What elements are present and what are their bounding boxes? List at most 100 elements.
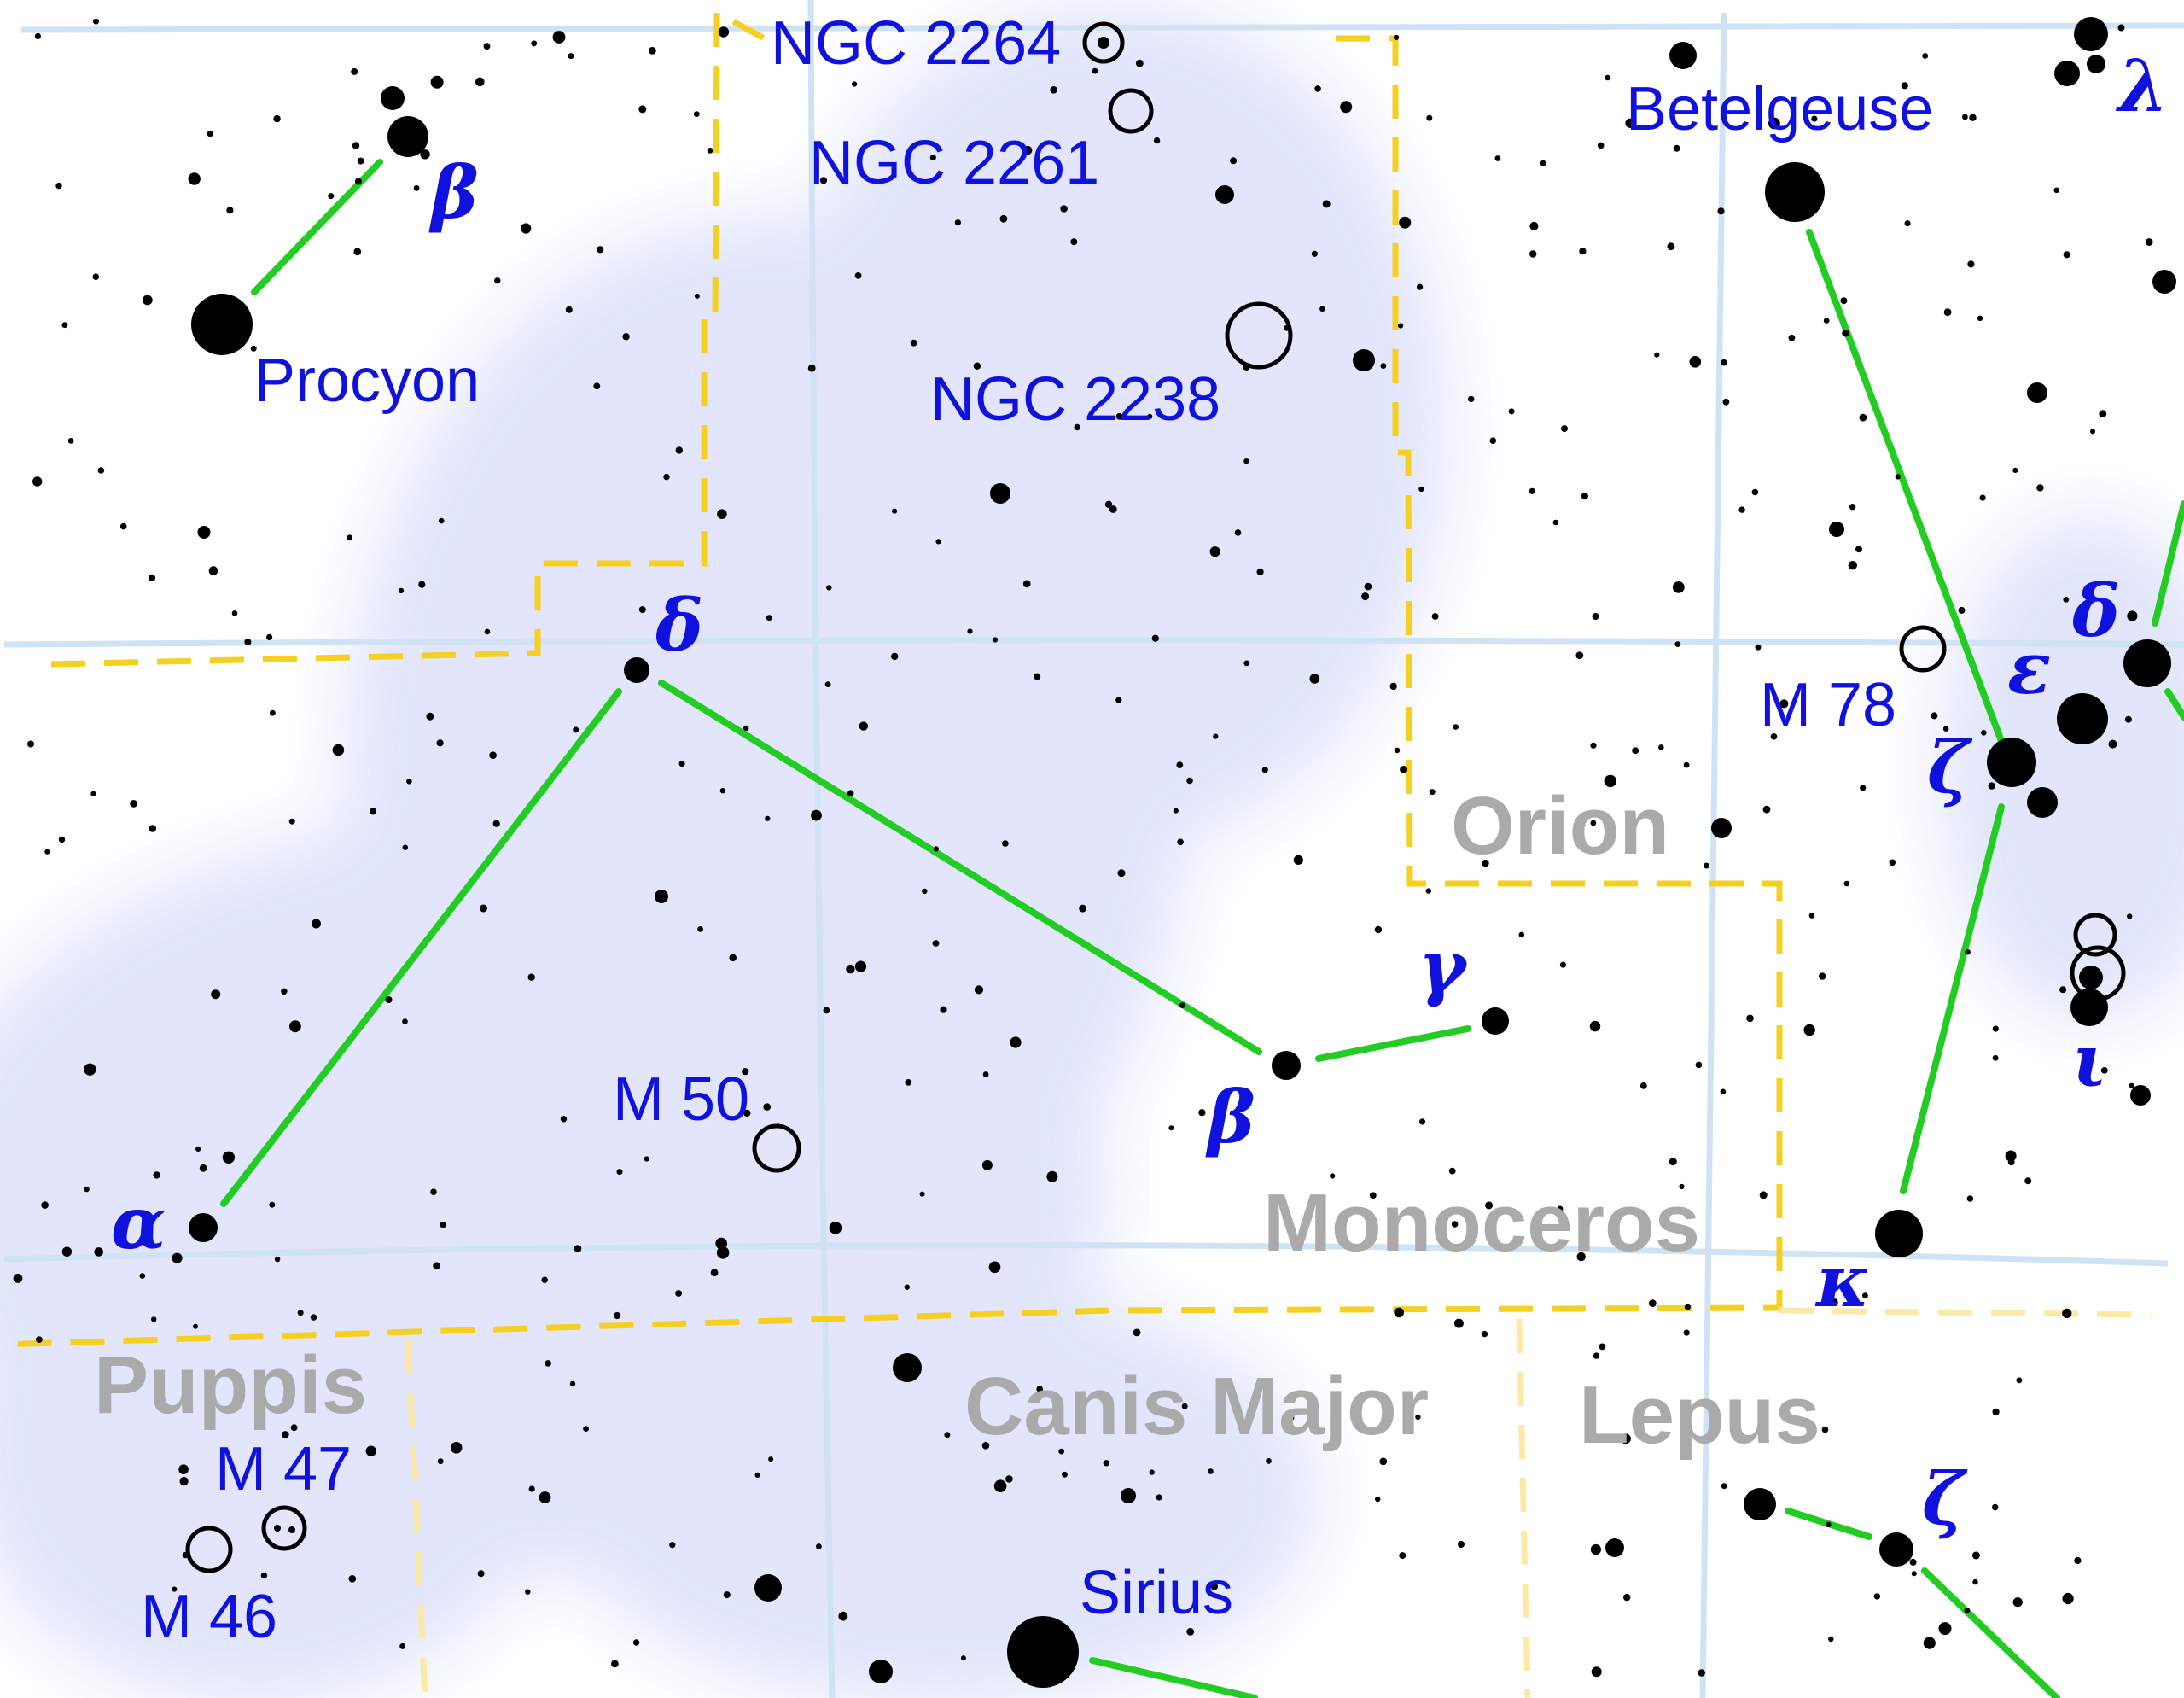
faint-star: [208, 566, 218, 575]
faint-star: [1485, 1201, 1494, 1210]
faint-star: [929, 154, 936, 161]
faint-star: [1673, 144, 1680, 152]
star-ori-zeta: [1987, 738, 2036, 787]
faint-star: [1988, 782, 1995, 790]
faint-star: [1400, 766, 1408, 773]
faint-star: [1965, 949, 1971, 955]
faint-star: [1177, 838, 1184, 846]
faint-star: [707, 148, 713, 154]
faint-star: [1689, 356, 1702, 368]
faint-star: [574, 1245, 582, 1252]
faint-star: [981, 1442, 990, 1450]
faint-star: [694, 293, 700, 299]
faint-star: [569, 1380, 576, 1387]
faint-star: [904, 1284, 911, 1290]
faint-star: [188, 172, 201, 185]
label-ori-zeta: ζ: [1927, 725, 1973, 809]
faint-star: [2074, 1556, 2082, 1565]
faint-star: [1779, 699, 1789, 709]
faint-star: [1426, 114, 1433, 121]
faint-star: [988, 1261, 1001, 1274]
label-m46: M 46: [141, 1583, 277, 1651]
faint-star: [142, 295, 153, 306]
faint-star: [838, 1611, 848, 1621]
faint-star: [768, 1456, 774, 1462]
faint-star: [1261, 767, 1268, 773]
faint-star: [430, 1188, 437, 1195]
faint-star: [139, 1273, 146, 1279]
faint-star: [1991, 1503, 1999, 1511]
faint-star: [2127, 610, 2138, 621]
faint-star: [1151, 634, 1159, 642]
star-cma-extra-3: [869, 1660, 893, 1683]
faint-star: [1992, 1408, 2000, 1415]
faint-star: [1374, 925, 1383, 934]
label-procyon: Procyon: [254, 347, 480, 415]
faint-star: [2062, 1592, 2074, 1605]
faint-star: [717, 509, 727, 519]
faint-star: [1625, 118, 1635, 128]
faint-star: [1751, 488, 1759, 496]
faint-star: [1060, 205, 1068, 213]
faint-star: [90, 791, 96, 796]
faint-star: [1010, 1036, 1022, 1048]
faint-star: [905, 1079, 912, 1086]
faint-star: [859, 721, 868, 731]
faint-star: [1770, 733, 1778, 740]
faint-star: [402, 1018, 408, 1024]
faint-star: [1458, 1541, 1465, 1548]
faint-star: [1451, 1221, 1459, 1228]
faint-star: [1964, 1608, 1971, 1613]
faint-star: [2012, 1597, 2023, 1608]
faint-star: [852, 81, 858, 87]
faint-star: [1942, 726, 1949, 732]
label-mon-gamma: γ: [1418, 925, 1469, 1009]
figure-canis-major: [1089, 1657, 1258, 1698]
faint-star: [494, 277, 501, 284]
faint-star: [2100, 1067, 2108, 1074]
faint-star: [1591, 1666, 1602, 1678]
faint-star: [1135, 59, 1144, 67]
faint-star: [1493, 1240, 1501, 1248]
faint-star: [1168, 1125, 1174, 1131]
faint-star: [710, 1269, 719, 1277]
label-mon-delta: δ: [655, 583, 703, 668]
faint-star: [1698, 1669, 1705, 1677]
faint-star: [819, 177, 828, 184]
faint-star: [420, 149, 430, 160]
faint-star: [1901, 82, 1908, 90]
faint-star: [84, 1063, 96, 1076]
faint-star: [1576, 1252, 1586, 1262]
faint-star: [244, 639, 252, 645]
faint-star: [290, 1424, 298, 1432]
faint-star: [1768, 117, 1780, 130]
faint-star: [527, 973, 535, 981]
faint-star: [1468, 395, 1475, 403]
faint-star: [266, 633, 273, 641]
m78-marker: [1899, 625, 1947, 673]
faint-star: [151, 1316, 157, 1322]
faint-star: [1823, 318, 1830, 324]
stick-figures: [220, 159, 2184, 1698]
faint-star: [1266, 1458, 1272, 1464]
faint-star: [1561, 425, 1568, 433]
faint-star: [1639, 1082, 1647, 1089]
star-ori-lambda-3: [2087, 55, 2105, 73]
faint-star: [1597, 142, 1605, 149]
star-mon-beta: [1272, 1051, 1301, 1080]
faint-star: [172, 1586, 178, 1592]
ngc2261-marker: [1108, 88, 1154, 134]
faint-star: [1958, 606, 1966, 614]
faint-star: [477, 1570, 485, 1578]
faint-star: [1375, 1496, 1381, 1503]
label-betelgeuse: Betelgeuse: [1626, 75, 1933, 143]
label-sirius: Sirius: [1080, 1559, 1233, 1627]
faint-star: [663, 473, 670, 481]
faint-star: [1969, 114, 1977, 121]
star-ori-iota-2: [2079, 966, 2103, 989]
faint-star: [1966, 1195, 1974, 1202]
faint-star: [1418, 1118, 1426, 1125]
faint-star: [1322, 200, 1331, 208]
faint-star: [1828, 1636, 1834, 1643]
